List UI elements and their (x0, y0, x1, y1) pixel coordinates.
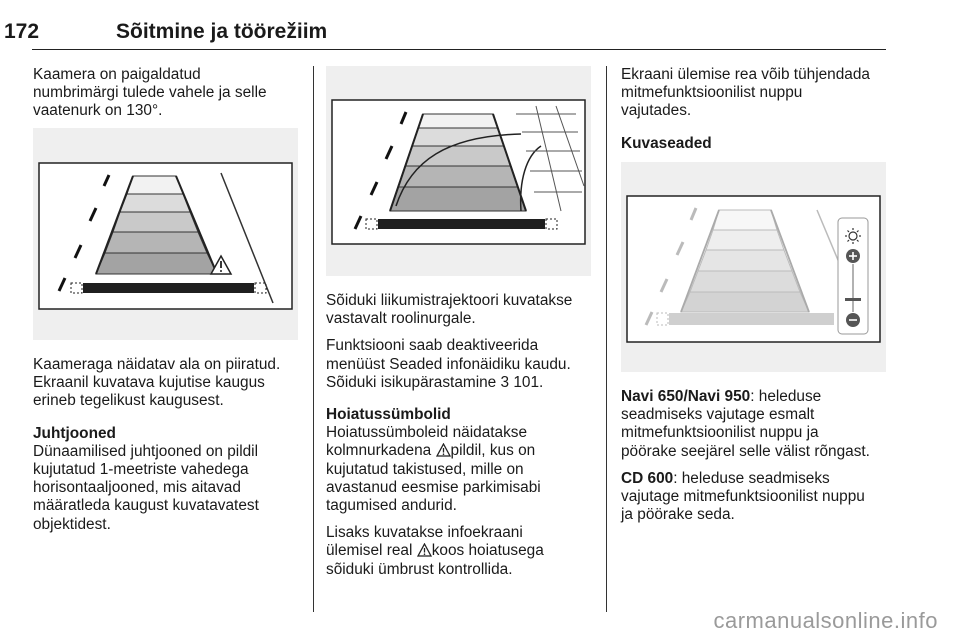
column-1: Kaamera on paigaldatud numbrimärgi tuled… (33, 66, 303, 130)
brightness-illustration (626, 195, 881, 343)
cd600-brightness-paragraph: CD 600: heleduse seadmiseks vajutage mit… (621, 469, 865, 524)
deactivate-paragraph: Funktsiooni saab deaktiveerida menüüst S… (326, 337, 571, 391)
camera-view-illustration (38, 162, 293, 310)
warning-triangle-icon (416, 543, 432, 558)
header-divider (32, 49, 886, 50)
device-label-navi: Navi 650/Navi 950 (621, 388, 751, 405)
trajectory-illustration (331, 99, 586, 245)
info-display-paragraph: Lisaks kuvatakse infoekraani ülemisel re… (326, 524, 544, 578)
section-heading-display-settings: Kuvaseaded (621, 134, 712, 152)
camera-view-figure (33, 128, 298, 340)
page-number: 172 (4, 20, 40, 43)
intro-paragraph: Kaamera on paigaldatud numbrimärgi tuled… (33, 66, 267, 120)
column-divider-1 (313, 66, 314, 612)
trajectory-figure (326, 66, 591, 276)
page-reference-symbol: 3 (500, 373, 510, 391)
column-1-lower: Kaameraga näidatav ala on piiratud. Ekra… (33, 356, 305, 543)
column-3-lower: Navi 650/Navi 950: heleduse seadmiseks v… (621, 388, 896, 533)
watermark: carmanualsonline.info (713, 608, 938, 633)
page-reference-link[interactable]: 101. (513, 373, 544, 391)
guidelines-paragraph: Dünaamilised juhtjooned on pildil kujuta… (33, 442, 259, 533)
section-heading-guidelines: Juhtjooned (33, 424, 116, 442)
device-label-cd600: CD 600 (621, 469, 674, 487)
warning-triangle-icon (435, 443, 451, 458)
range-paragraph: Kaameraga näidatav ala on piiratud. Ekra… (33, 356, 281, 410)
column-divider-2 (606, 66, 607, 612)
trajectory-paragraph: Sõiduki liikumistrajektoori kuvatakse va… (326, 292, 573, 328)
section-heading-warning-symbols: Hoiatussümbolid (326, 406, 451, 424)
top-row-paragraph: Ekraani ülemise rea võib tühjendada mitm… (621, 66, 870, 120)
navi-brightness-paragraph: Navi 650/Navi 950: heleduse seadmiseks v… (621, 388, 870, 460)
warning-symbols-paragraph: Hoiatussümboleid näidatakse kolmnurkaden… (326, 424, 541, 515)
column-3: Ekraani ülemise rea võib tühjendada mitm… (621, 66, 891, 153)
page-title: Sõitmine ja töörežiim (116, 20, 328, 43)
column-2: Sõiduki liikumistrajektoori kuvatakse va… (326, 292, 601, 588)
brightness-figure (621, 162, 886, 372)
